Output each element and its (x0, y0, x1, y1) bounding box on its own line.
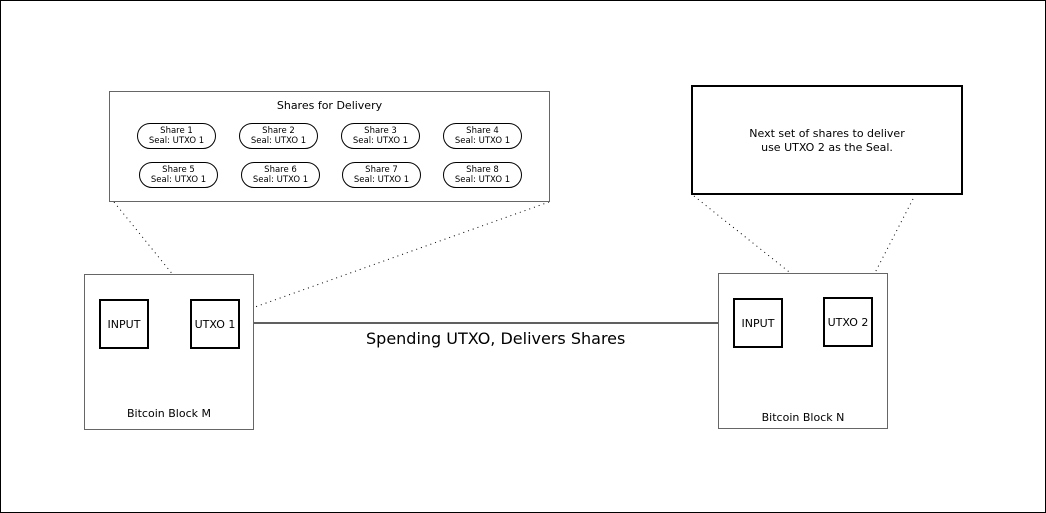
block-m-label: Bitcoin Block M (127, 407, 211, 420)
share-2: Share 2 Seal: UTXO 1 (239, 123, 318, 149)
share-4-name: Share 4 (466, 126, 499, 136)
share-6-seal: Seal: UTXO 1 (252, 175, 309, 185)
share-4: Share 4 Seal: UTXO 1 (443, 123, 522, 149)
share-8: Share 8 Seal: UTXO 1 (443, 162, 522, 188)
block-m-utxo-label: UTXO 1 (194, 317, 236, 331)
note-line-2: use UTXO 2 as the Seal. (761, 141, 893, 154)
bitcoin-block-n: INPUT UTXO 2 Bitcoin Block N (718, 273, 888, 429)
dotted-callout-line-right (240, 201, 550, 313)
share-5-name: Share 5 (162, 165, 195, 175)
share-7-seal: Seal: UTXO 1 (353, 175, 410, 185)
share-3: Share 3 Seal: UTXO 1 (341, 123, 420, 149)
spend-arrow-label: Spending UTXO, Delivers Shares (366, 329, 626, 348)
share-6: Share 6 Seal: UTXO 1 (241, 162, 320, 188)
share-3-seal: Seal: UTXO 1 (352, 136, 409, 146)
share-1: Share 1 Seal: UTXO 1 (137, 123, 216, 149)
share-1-name: Share 1 (160, 126, 193, 136)
share-7-name: Share 7 (365, 165, 398, 175)
share-3-name: Share 3 (364, 126, 397, 136)
share-8-name: Share 8 (466, 165, 499, 175)
block-n-input-label: INPUT (741, 316, 775, 330)
block-n-label: Bitcoin Block N (761, 411, 845, 424)
block-n-utxo-2: UTXO 2 (823, 297, 873, 347)
share-4-seal: Seal: UTXO 1 (454, 136, 511, 146)
share-5: Share 5 Seal: UTXO 1 (139, 162, 218, 188)
shares-box-title: Shares for Delivery (276, 99, 383, 112)
share-6-name: Share 6 (264, 165, 297, 175)
share-7: Share 7 Seal: UTXO 1 (342, 162, 421, 188)
bitcoin-block-m: INPUT UTXO 1 Bitcoin Block M (84, 274, 254, 430)
next-shares-note-box: Next set of shares to deliver use UTXO 2… (691, 85, 963, 195)
share-8-seal: Seal: UTXO 1 (454, 175, 511, 185)
share-2-seal: Seal: UTXO 1 (250, 136, 307, 146)
block-m-input-label: INPUT (107, 317, 141, 331)
share-1-seal: Seal: UTXO 1 (148, 136, 205, 146)
share-5-seal: Seal: UTXO 1 (150, 175, 207, 185)
block-m-input: INPUT (99, 299, 149, 349)
share-2-name: Share 2 (262, 126, 295, 136)
note-line-1: Next set of shares to deliver (749, 127, 905, 140)
block-n-utxo-label: UTXO 2 (827, 315, 869, 329)
block-m-utxo-1: UTXO 1 (190, 299, 240, 349)
block-n-input: INPUT (733, 298, 783, 348)
shares-for-delivery-box: Shares for Delivery Share 1 Seal: UTXO 1… (109, 91, 550, 202)
